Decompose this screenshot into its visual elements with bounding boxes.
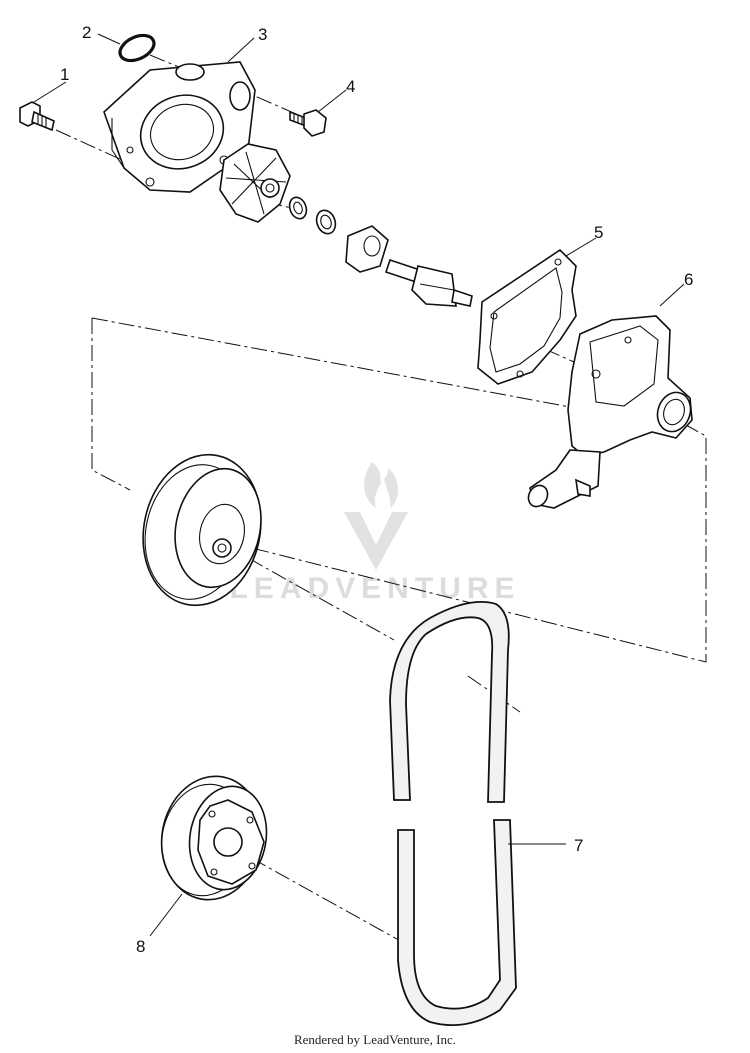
part-impeller[interactable]: [219, 143, 291, 223]
part-pump-cover-3[interactable]: [103, 61, 256, 193]
pump-to-pulley-line: [239, 423, 707, 663]
callout-3: 3: [258, 25, 267, 44]
callout-5: 5: [594, 223, 603, 242]
watermark-text: LEADVENTURE: [229, 572, 520, 605]
part-seals[interactable]: [287, 195, 389, 273]
callout-6: 6: [684, 270, 693, 289]
leader-6: [659, 283, 685, 307]
leader-4: [317, 89, 347, 113]
leader-5: [565, 237, 597, 257]
callout-4: 4: [346, 77, 355, 96]
part-water-pump-6[interactable]: [525, 315, 696, 510]
callout-1: 1: [60, 65, 69, 84]
bolt-1-axis: [55, 129, 123, 161]
part-pump-pulley[interactable]: [129, 444, 274, 617]
leader-8: [149, 893, 183, 937]
part-o-ring-2[interactable]: [116, 30, 158, 65]
part-shaft[interactable]: [384, 258, 473, 307]
part-gasket-5[interactable]: [477, 248, 577, 385]
part-bolt-4[interactable]: [289, 109, 327, 137]
callout-7: 7: [574, 836, 583, 855]
leader-3: [227, 37, 255, 63]
leader-lines: [33, 33, 685, 937]
part-bolt-1[interactable]: [19, 101, 55, 132]
part-crank-pulley-8[interactable]: [152, 768, 274, 907]
watermark: LEADVENTURE: [229, 462, 520, 605]
watermark-v-icon: [344, 512, 408, 570]
footer-credit: Rendered by LeadVenture, Inc.: [293, 1032, 457, 1047]
callout-labels: 1 2 3 4 5 6 7 8: [60, 23, 693, 956]
callout-2: 2: [82, 23, 91, 42]
pump-bracket-line-left: [91, 318, 131, 491]
pump-bracket-line-top: [91, 317, 641, 421]
callout-8: 8: [136, 937, 145, 956]
part-v-belt-7[interactable]: [389, 601, 517, 1027]
watermark-flame-icon: [364, 462, 399, 508]
leader-2: [97, 33, 121, 45]
leader-1: [33, 81, 67, 103]
